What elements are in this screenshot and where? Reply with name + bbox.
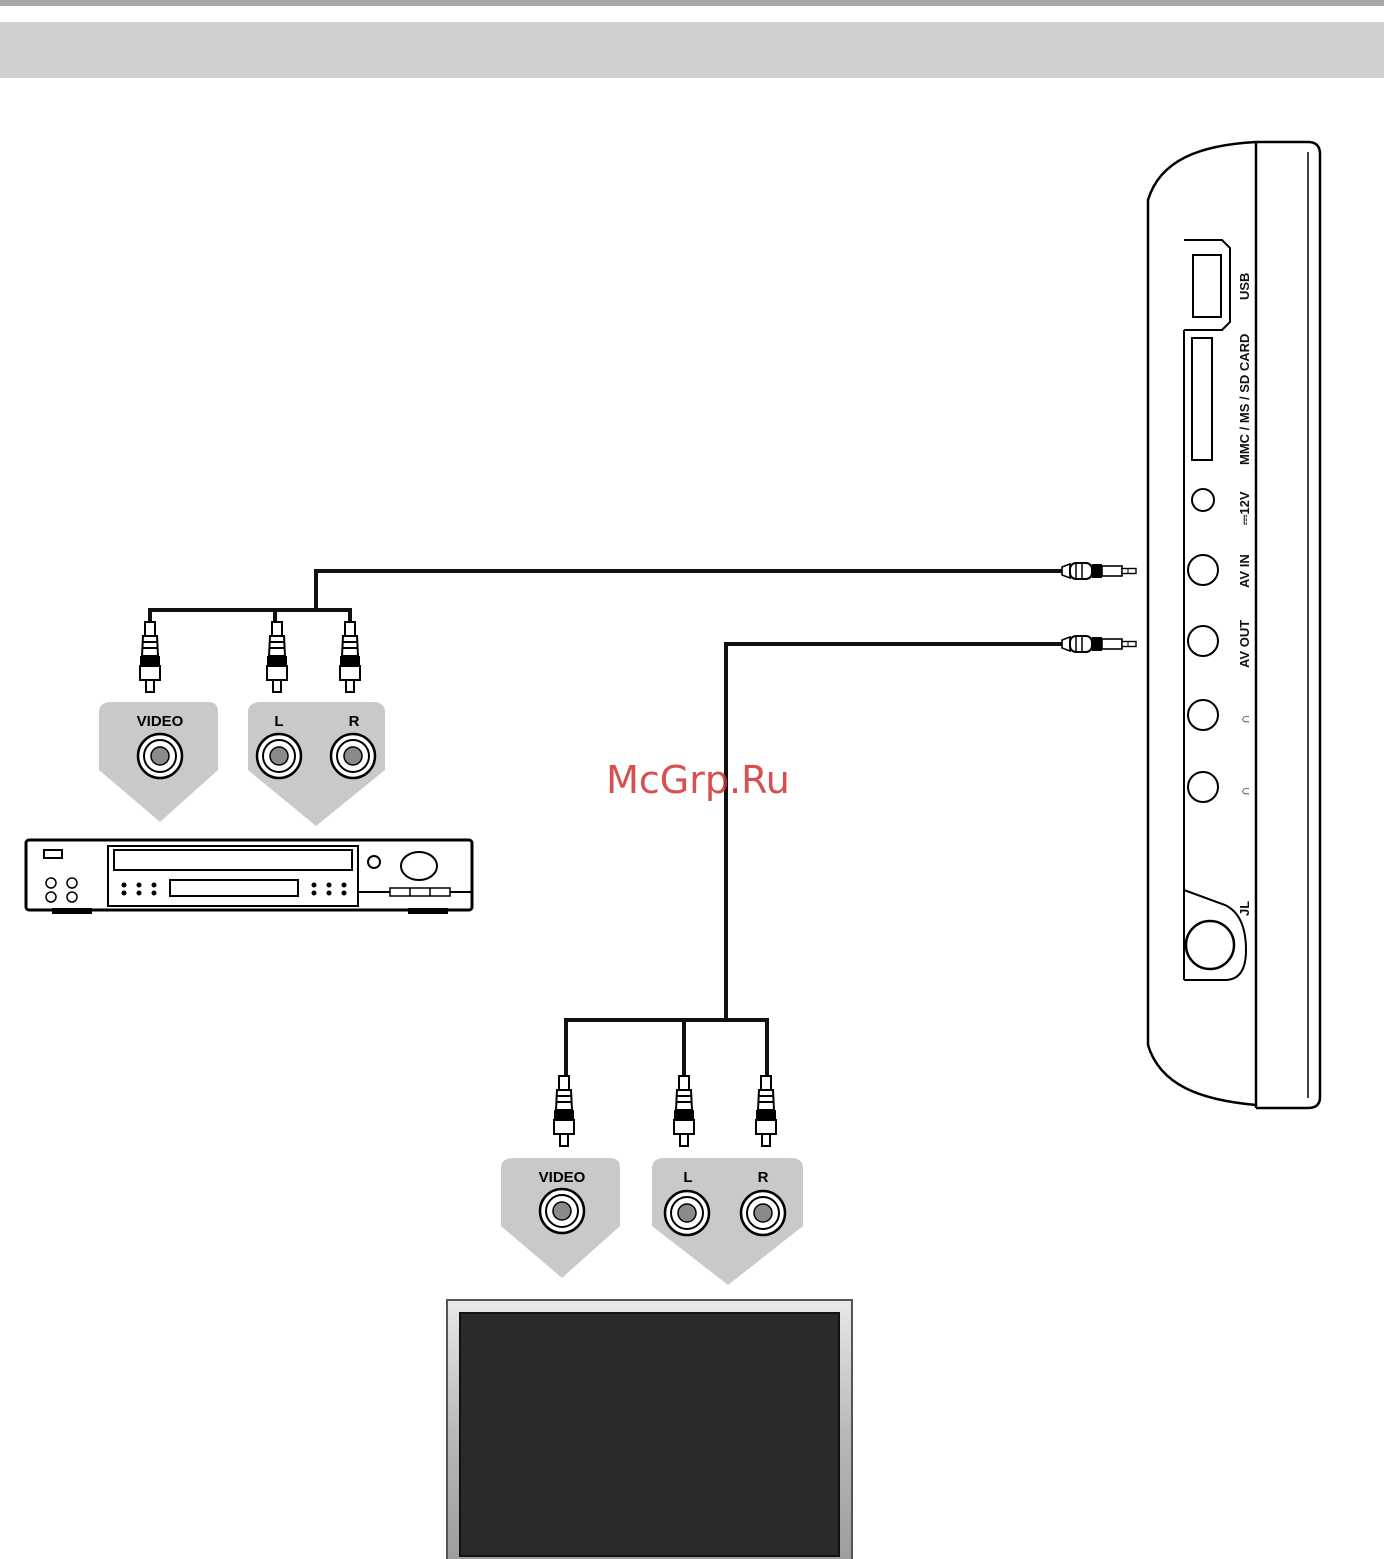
av-out-cable xyxy=(566,644,1062,1080)
tv-video-plug-icon xyxy=(554,1076,574,1146)
av-out-jack-icon xyxy=(1062,636,1136,652)
watermark-text: McGrp.Ru xyxy=(606,758,790,802)
card-slot-label: MMC / MS / SD CARD xyxy=(1237,334,1252,465)
tv-video-socket-icon xyxy=(540,1189,584,1233)
vcr-video-plug-icon xyxy=(140,622,160,692)
tv-audio-badge xyxy=(652,1158,803,1285)
tv-right-label: R xyxy=(758,1169,769,1186)
tv-right-socket-icon xyxy=(741,1191,785,1235)
portable-player xyxy=(1148,142,1320,1108)
usb-label: USB xyxy=(1237,273,1252,300)
headphone-1-icon: ∩ xyxy=(1237,715,1252,724)
tv-left-plug-icon xyxy=(674,1076,694,1146)
tv-left-label: L xyxy=(683,1169,692,1186)
vcr-right-label: R xyxy=(349,713,360,730)
tv-left-socket-icon xyxy=(665,1191,709,1235)
tv-device xyxy=(447,1300,852,1559)
dc-in-label: ⎓12V xyxy=(1237,491,1252,525)
tv-video-label: VIDEO xyxy=(539,1169,586,1186)
dc-symbol-label: JL xyxy=(1237,901,1252,916)
av-out-label: AV OUT xyxy=(1237,620,1252,668)
vcr-video-label: VIDEO xyxy=(137,713,184,730)
vcr-video-socket-icon xyxy=(138,734,182,778)
vcr-audio-badge xyxy=(248,702,385,826)
av-in-cable xyxy=(150,571,1062,625)
headphone-2-icon: ∩ xyxy=(1237,787,1252,796)
vcr-left-plug-icon xyxy=(267,622,287,692)
vcr-left-label: L xyxy=(274,713,283,730)
vcr-right-plug-icon xyxy=(340,622,360,692)
av-in-label: AV IN xyxy=(1237,554,1252,588)
vcr-left-socket-icon xyxy=(257,734,301,778)
av-in-jack-icon xyxy=(1062,563,1136,579)
vcr-device xyxy=(26,840,472,914)
tv-right-plug-icon xyxy=(756,1076,776,1146)
vcr-right-socket-icon xyxy=(331,734,375,778)
